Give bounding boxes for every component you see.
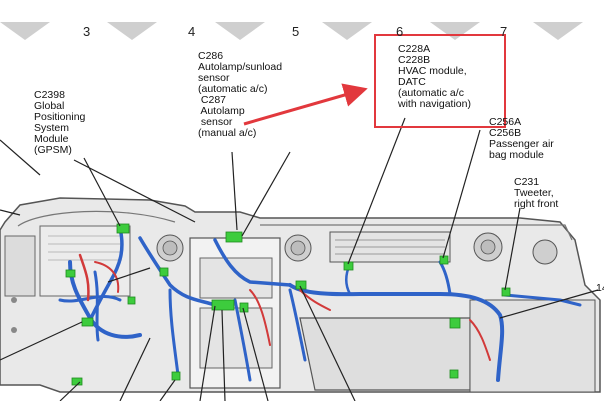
highlight-box [374, 34, 506, 128]
column-marker-7: 7 [500, 24, 508, 39]
column-marker-5: 5 [292, 24, 300, 39]
connectors [65, 223, 511, 386]
callout-c286-c287-autolamp: C286 Autolamp/sunload sensor (automatic … [198, 50, 283, 139]
callout-c231-tweeter: C231 Tweeter, right front [514, 176, 559, 210]
highlight-arrow [243, 83, 368, 126]
column-marker-6: 6 [396, 24, 404, 39]
column-header-strip [0, 22, 583, 40]
callout-edge-ref: 14 [596, 282, 604, 294]
column-marker-4: 4 [188, 24, 196, 39]
callout-c256-airbag: C256A C256B Passenger air bag module [489, 116, 554, 161]
column-marker-3: 3 [83, 24, 91, 39]
leader-lines [0, 117, 599, 401]
dashboard-outline [0, 197, 601, 393]
callout-c2398-gpsm: C2398 Global Positioning System Module (… [34, 89, 86, 156]
callout-c228-hvac-module: C228A C228B HVAC module, DATC (automatic… [398, 43, 471, 110]
